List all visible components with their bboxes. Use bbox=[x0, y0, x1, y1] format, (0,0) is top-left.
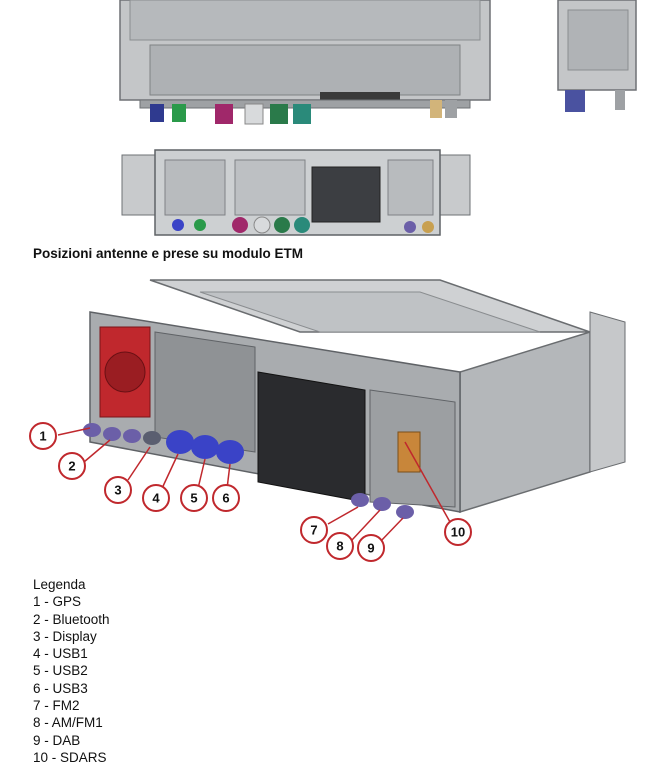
callout-ring bbox=[357, 534, 385, 562]
callout-ring bbox=[29, 422, 57, 450]
callout-ring bbox=[104, 476, 132, 504]
callout-number: 10 bbox=[451, 525, 465, 540]
callout-9: 9 bbox=[357, 534, 385, 562]
callout-1: 1 bbox=[29, 422, 57, 450]
legend-item-dab: 9 - DAB bbox=[33, 732, 81, 748]
legend-item-gps: 1 - GPS bbox=[33, 594, 82, 610]
callout-7: 7 bbox=[300, 516, 328, 544]
etm-isometric-drawing: 1 2 3 4 5 6 7 8 9 10 bbox=[29, 279, 626, 562]
callout-8: 8 bbox=[326, 532, 354, 560]
callout-ring bbox=[180, 484, 208, 512]
callout-ring bbox=[444, 518, 472, 546]
callout-number: 2 bbox=[68, 459, 75, 474]
callout-5: 5 bbox=[180, 484, 208, 512]
callout-number: 6 bbox=[222, 491, 229, 506]
callout-leaders bbox=[57, 427, 451, 543]
legend-item-usb1: 4 - USB1 bbox=[33, 646, 88, 662]
legend-item-fm2: 7 - FM2 bbox=[33, 698, 80, 714]
legend-item-sdars: 10 - SDARS bbox=[33, 749, 107, 765]
rear-view-connectors bbox=[172, 216, 434, 234]
callout-ring bbox=[58, 452, 86, 480]
legend-item-usb2: 5 - USB2 bbox=[33, 663, 88, 679]
callout-number: 8 bbox=[336, 539, 343, 554]
callout-number: 7 bbox=[310, 523, 317, 538]
top-view-housing bbox=[119, 0, 491, 109]
callout-2: 2 bbox=[58, 452, 86, 480]
callout-number: 5 bbox=[190, 491, 197, 506]
legend-title: Legenda bbox=[33, 577, 86, 592]
callout-ring bbox=[326, 532, 354, 560]
legend-item-usb3: 6 - USB3 bbox=[33, 680, 88, 696]
etm-top-view-drawing bbox=[119, 0, 637, 125]
figure-caption: Posizioni antenne e prese su modulo ETM bbox=[33, 246, 304, 261]
callout-number: 1 bbox=[39, 429, 46, 444]
callout-4: 4 bbox=[142, 484, 170, 512]
callout-ring bbox=[212, 484, 240, 512]
side-view-housing bbox=[557, 0, 637, 112]
callout-number: 9 bbox=[367, 541, 374, 556]
legend: Legenda 1 - GPS 2 - Bluetooth 3 - Displa… bbox=[33, 576, 110, 766]
callout-number: 4 bbox=[152, 491, 160, 506]
etm-rear-view-drawing bbox=[121, 149, 471, 236]
top-view-connectors bbox=[150, 100, 457, 125]
legend-item-am-fm1: 8 - AM/FM1 bbox=[33, 715, 103, 731]
legend-item-bluetooth: 2 - Bluetooth bbox=[33, 611, 110, 627]
callout-ring bbox=[300, 516, 328, 544]
callout-3: 3 bbox=[104, 476, 132, 504]
callout-6: 6 bbox=[212, 484, 240, 512]
module-housing bbox=[89, 279, 626, 514]
callout-ring bbox=[142, 484, 170, 512]
callout-number: 3 bbox=[114, 483, 121, 498]
callout-markers: 1 2 3 4 5 6 7 8 9 10 bbox=[29, 422, 472, 562]
callout-10: 10 bbox=[444, 518, 472, 546]
front-connectors bbox=[83, 423, 414, 519]
legend-item-display: 3 - Display bbox=[33, 628, 97, 644]
